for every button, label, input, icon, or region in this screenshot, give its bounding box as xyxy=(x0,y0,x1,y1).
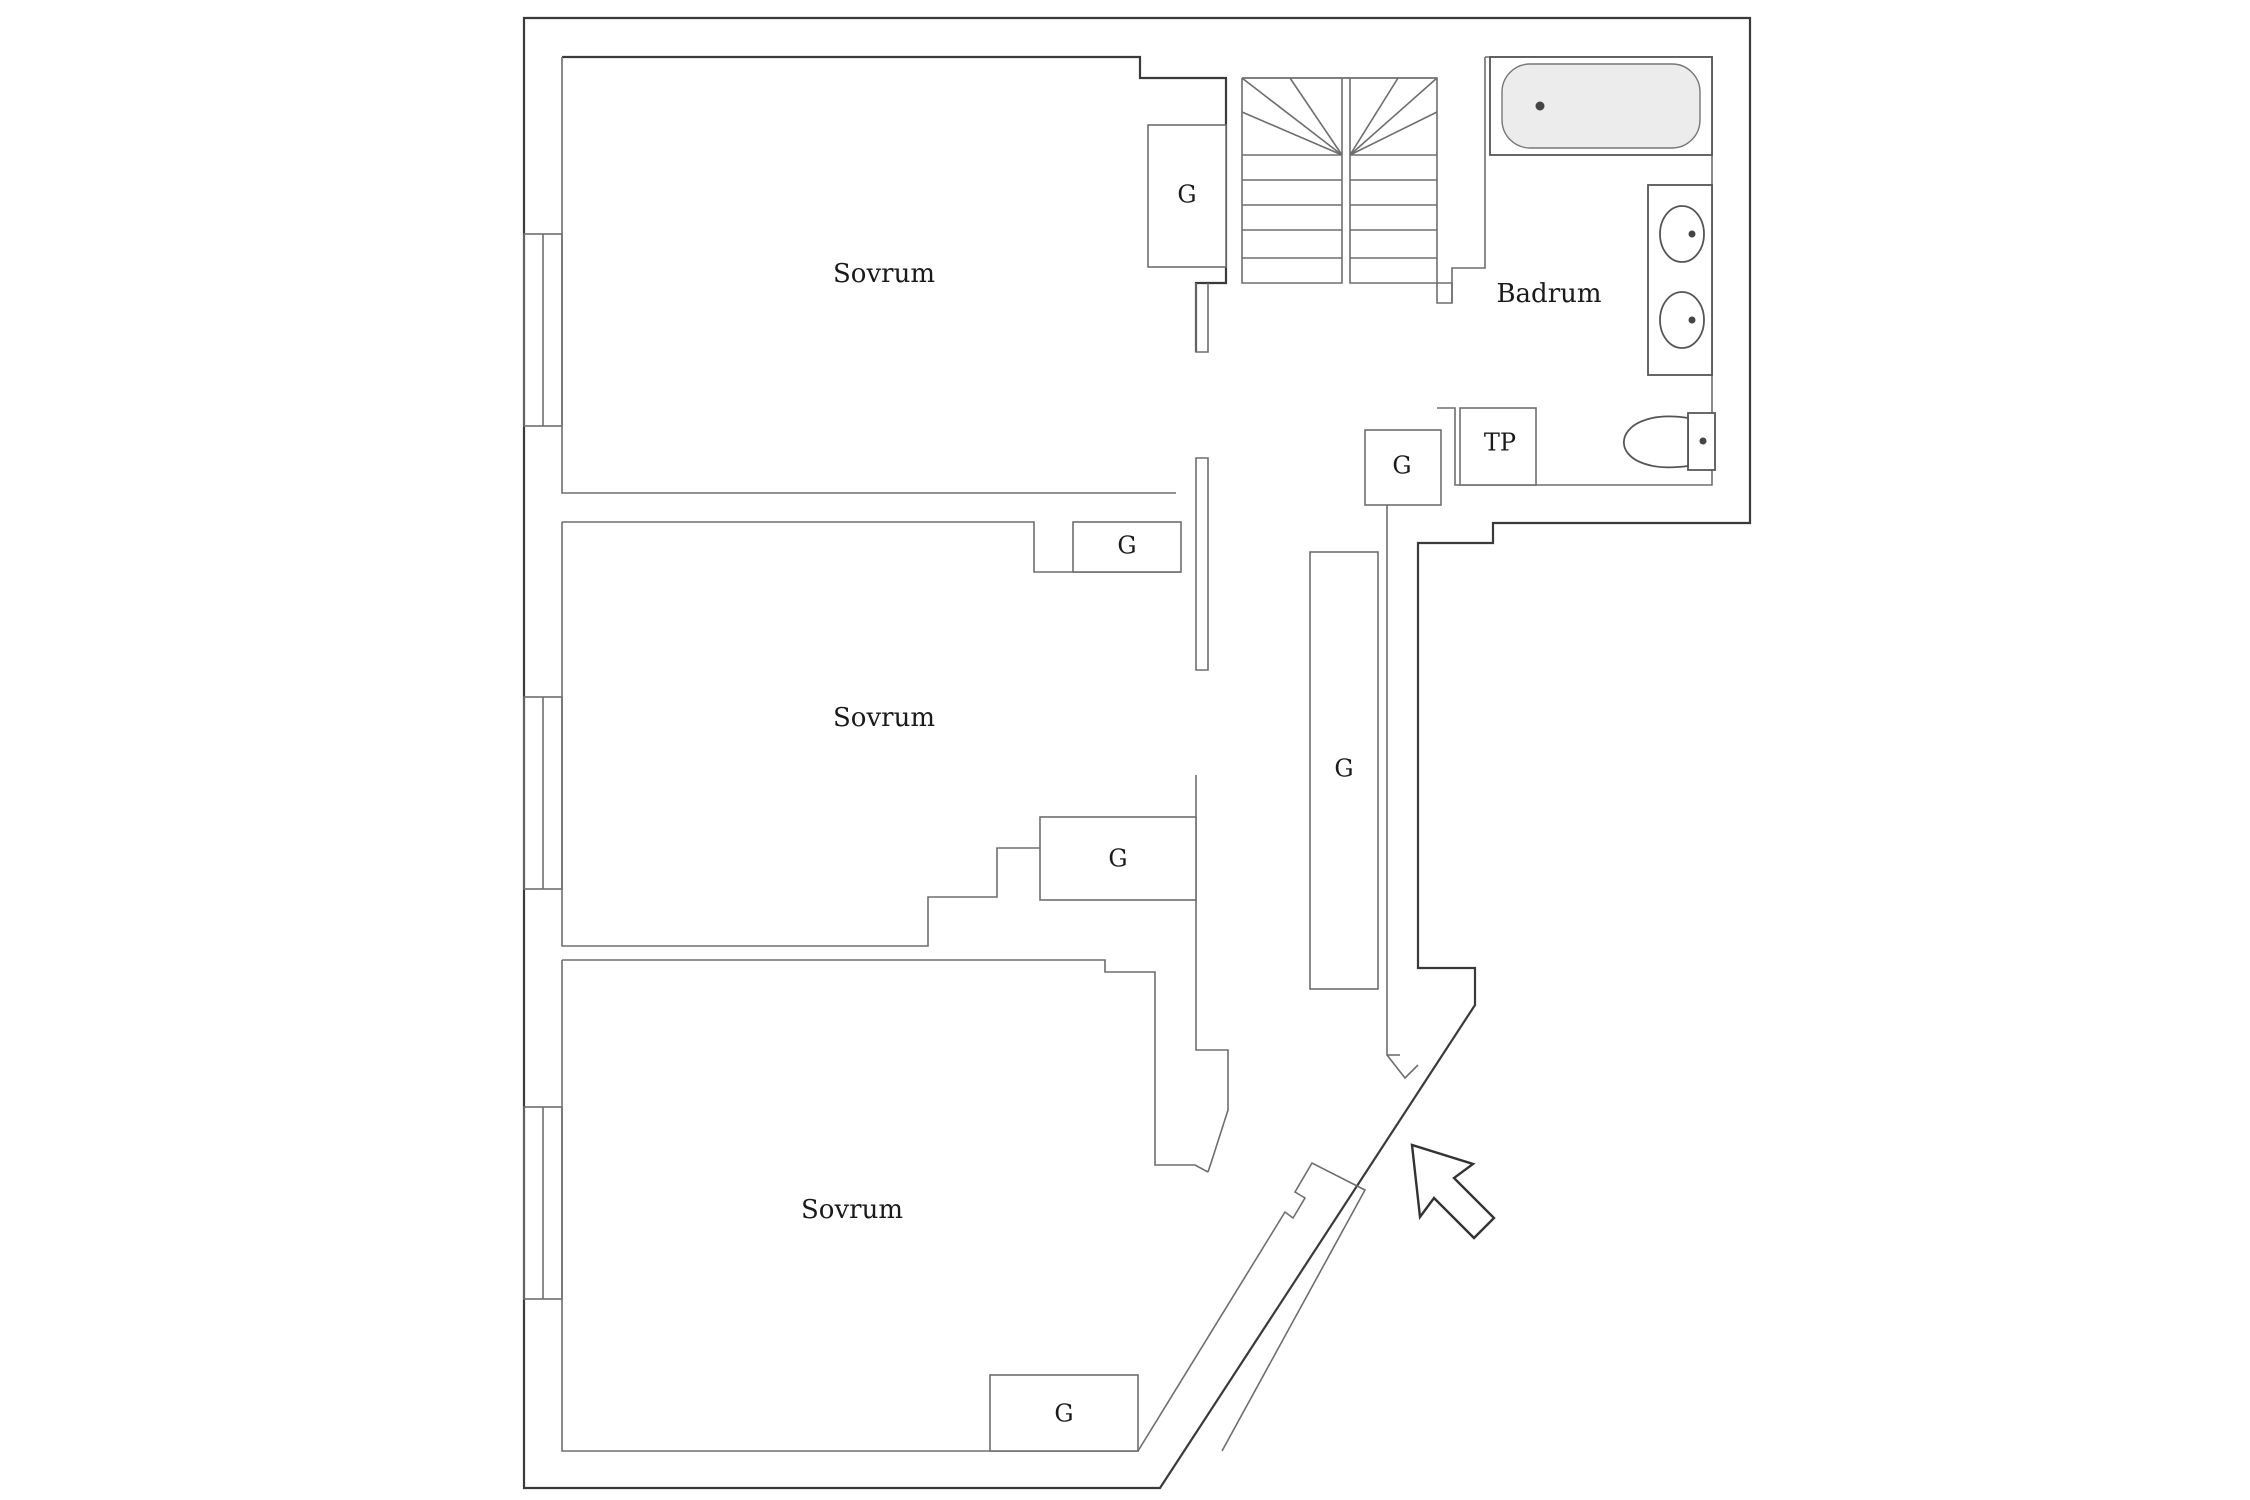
entrance-arrow-icon xyxy=(1410,1143,1496,1240)
bedroom-bottom: G Sovrum xyxy=(523,959,1367,1452)
closet-1 xyxy=(1147,124,1227,268)
closet-6-label: G xyxy=(1054,1400,1073,1428)
bathroom-label: Badrum xyxy=(1496,279,1601,309)
closet-4 xyxy=(1072,521,1182,573)
bathtub-basin xyxy=(1501,63,1701,149)
bedroom-top-label: Sovrum xyxy=(833,259,935,289)
bedroom-middle: G G Sovrum xyxy=(523,521,1197,947)
closet-1-label: G xyxy=(1177,181,1196,209)
bathroom: TP Badrum xyxy=(1437,56,1716,486)
outer-walls xyxy=(522,16,1752,1490)
closet-5-label: G xyxy=(1108,845,1127,873)
closet-3 xyxy=(1309,551,1379,990)
closet-2-label: G xyxy=(1392,452,1411,480)
closet-5 xyxy=(1039,816,1197,901)
staircase xyxy=(1241,77,1453,304)
closet-2 xyxy=(1364,429,1442,506)
closet-4-label: G xyxy=(1117,532,1136,560)
bedroom-top: G Sovrum xyxy=(523,57,1227,494)
sink-1 xyxy=(1659,205,1705,263)
inner-wall-outline xyxy=(562,55,1228,352)
bedroom-bottom-label: Sovrum xyxy=(801,1195,903,1225)
laundry-box xyxy=(1459,407,1537,486)
sink-2 xyxy=(1659,291,1705,349)
corridor: G G xyxy=(1195,429,1442,1173)
closet-6 xyxy=(989,1374,1139,1452)
laundry-label: TP xyxy=(1484,429,1516,457)
outer-wall-outline xyxy=(522,16,1752,1490)
bedroom-middle-label: Sovrum xyxy=(833,703,935,733)
closet-3-label: G xyxy=(1334,755,1353,783)
